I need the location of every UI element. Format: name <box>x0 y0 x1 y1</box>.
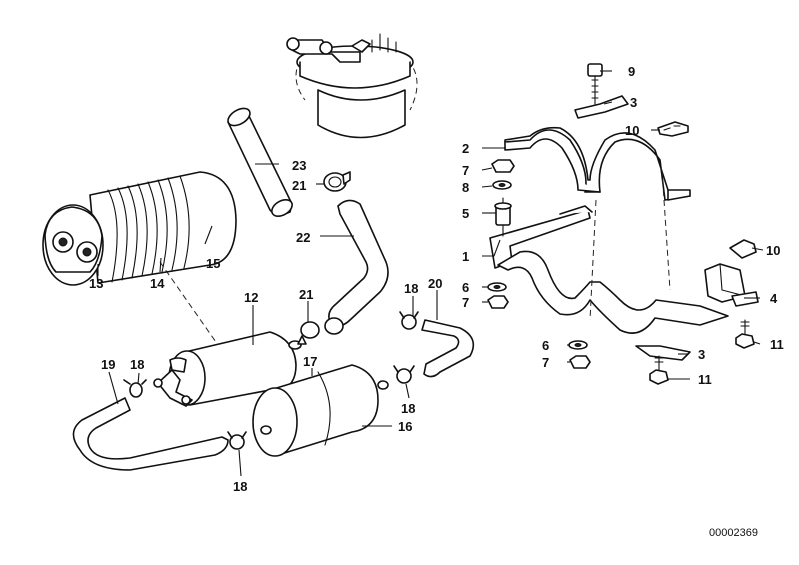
clamp-18-d <box>227 431 247 450</box>
clamp-21-lower <box>297 321 320 345</box>
label-11-lower: 11 <box>698 372 712 387</box>
part-labels: 9 3 10 2 7 8 5 1 6 7 10 4 11 6 7 3 11 23… <box>89 64 784 539</box>
label-7-lower: 7 <box>542 355 549 370</box>
hose-22 <box>324 199 389 335</box>
screw-9 <box>587 63 603 105</box>
clamp-18-b <box>399 311 419 330</box>
label-16: 16 <box>398 419 412 434</box>
label-20: 20 <box>428 276 442 291</box>
mount-5 <box>494 197 512 237</box>
clip-10-lower <box>729 239 757 259</box>
clamp-21-upper <box>323 171 351 192</box>
washer-6-upper <box>487 282 507 292</box>
label-17: 17 <box>303 354 317 369</box>
label-14: 14 <box>150 276 165 291</box>
bracket-assembly <box>489 95 729 361</box>
label-21-lower: 21 <box>299 287 313 302</box>
tank-sender-unit <box>286 33 418 139</box>
washer-8 <box>492 180 512 190</box>
label-10-upper: 10 <box>625 123 639 138</box>
hose-20 <box>421 319 475 378</box>
clamp-18-a <box>123 379 147 398</box>
label-11-right: 11 <box>770 337 784 352</box>
label-9: 9 <box>628 64 635 79</box>
leader-lines <box>97 70 764 477</box>
washer-6-lower <box>568 340 588 350</box>
clamp-18-c <box>393 365 415 384</box>
label-13: 13 <box>89 276 103 291</box>
label-18-left: 18 <box>130 357 144 372</box>
pump-housing-13-14-15 <box>42 171 237 346</box>
nut-7-lower <box>569 355 591 369</box>
nut-7-middle <box>487 295 509 309</box>
label-10-lower: 10 <box>766 243 780 258</box>
label-7-upper: 7 <box>462 163 469 178</box>
label-4: 4 <box>770 291 778 306</box>
screw-11-lower <box>649 355 669 385</box>
label-18-top: 18 <box>404 281 418 296</box>
label-8: 8 <box>462 180 469 195</box>
fuel-filter-16 <box>252 364 389 457</box>
label-6-upper: 6 <box>462 280 469 295</box>
label-18-bottom: 18 <box>233 479 247 494</box>
nut-7-upper <box>491 159 515 173</box>
reference-number: 00002369 <box>709 527 758 539</box>
label-1: 1 <box>462 249 469 264</box>
hose-23 <box>227 107 293 217</box>
label-3-lower: 3 <box>698 347 705 362</box>
label-2: 2 <box>462 141 469 156</box>
label-23: 23 <box>292 158 306 173</box>
clip-10-upper <box>657 121 689 137</box>
label-12: 12 <box>244 290 258 305</box>
label-6-lower: 6 <box>542 338 549 353</box>
label-22: 22 <box>296 230 310 245</box>
label-19: 19 <box>101 357 115 372</box>
label-3-upper: 3 <box>630 95 637 110</box>
label-15: 15 <box>206 256 220 271</box>
label-5: 5 <box>462 206 469 221</box>
label-18-right: 18 <box>401 401 415 416</box>
label-21-upper: 21 <box>292 178 306 193</box>
hose-19 <box>72 397 229 471</box>
rubber-mount-4 <box>704 263 759 307</box>
screw-11-right <box>735 319 755 349</box>
label-7-middle: 7 <box>462 295 469 310</box>
